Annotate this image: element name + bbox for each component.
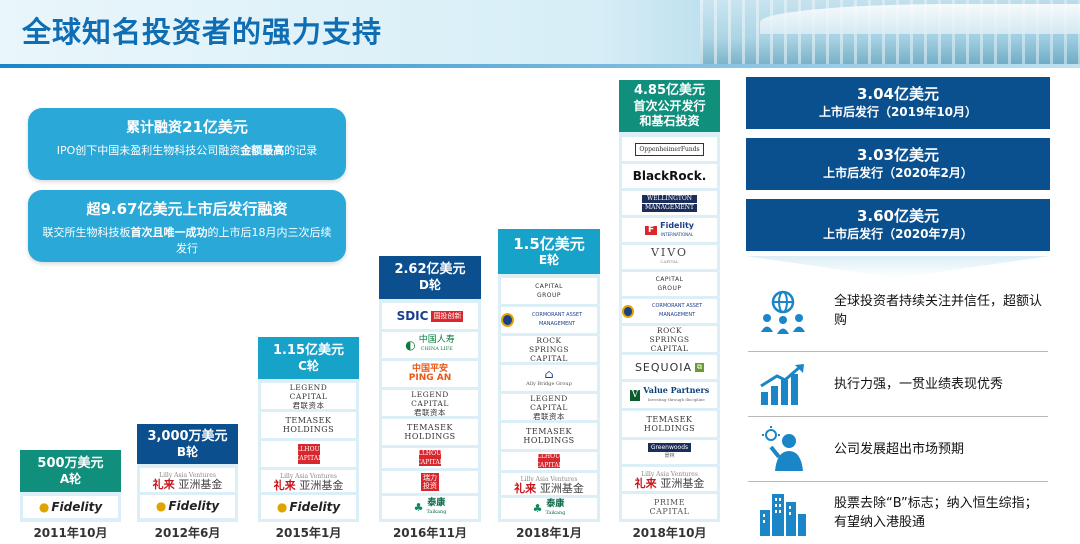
highlight-bubble-ipo: 累计融资21亿美元 IPO创下中国未盈利生物科技公司融资金额最高的记录	[28, 108, 346, 180]
divider	[748, 351, 1048, 352]
down-arrow-shape	[746, 256, 1050, 278]
divider	[748, 416, 1048, 417]
logo-hillhouse: HILLHOUSE CAPITAL	[261, 441, 356, 467]
logo-fidelity: ●Fidelity	[23, 496, 118, 518]
city-buildings-icon	[754, 488, 812, 538]
growth-chart-icon	[754, 359, 812, 409]
post-ipo-offering-2019-10: 3.04亿美元上市后发行（2019年10月）	[746, 77, 1050, 129]
round-date: 2016年11月	[392, 526, 468, 540]
page-title: 全球知名投资者的强力支持	[22, 15, 383, 49]
highlight-bubble-followon: 超9.67亿美元上市后发行融资 联交所生物科技板首次且唯一成功的上市后18月内三…	[28, 190, 346, 262]
point-execution: 执行力强，一贯业绩表现优秀	[748, 355, 1052, 413]
logo-lilly-asia-ventures: Lilly Asia Ventures 礼来 亚洲基金	[622, 467, 717, 491]
logo-vivo-capital: VIVO CAPITAL	[622, 245, 717, 269]
logo-lilly-asia-ventures: Lilly Asia Ventures 礼来 亚洲基金	[261, 470, 356, 492]
round-date: 2015年1月	[275, 526, 342, 540]
round-header: 4.85亿美元 首次公开发行 和基石投资	[619, 80, 720, 132]
logo-fidelity: ●Fidelity	[261, 495, 356, 519]
logo-lilly-asia-ventures: Lilly Asia Ventures 礼来 亚洲基金	[140, 468, 235, 492]
logo-cormorant: CORMORANT ASSET MANAGEMENT	[501, 307, 597, 333]
logo-sdic: SDIC 国投创新	[382, 303, 478, 329]
header-roof-image	[760, 4, 1080, 34]
logo-cormorant: CORMORANT ASSET MANAGEMENT	[622, 299, 717, 323]
point-exceed-expectations: 公司发展超出市场预期	[748, 420, 1052, 478]
post-ipo-offering-2020-07: 3.60亿美元上市后发行（2020年7月）	[746, 199, 1050, 251]
point-investor-trust: 全球投资者持续关注并信任，超额认购	[748, 282, 1052, 340]
logo-lilly-asia-ventures: Lilly Asia Ventures 礼来 亚洲基金	[501, 473, 597, 495]
logo-blackrock: BlackRock.	[622, 164, 717, 188]
header-divider	[0, 64, 1080, 68]
logo-redview: 瑞力投资	[382, 471, 478, 493]
post-ipo-offering-2020-02: 3.03亿美元上市后发行（2020年2月）	[746, 138, 1050, 190]
idea-person-icon	[754, 424, 812, 474]
logo-fidelity: ●Fidelity	[140, 495, 235, 518]
logo-greenwoods: Greenwoods 景林	[622, 440, 717, 464]
divider	[748, 481, 1048, 482]
globe-people-icon	[754, 286, 812, 336]
round-date: 2018年1月	[516, 526, 582, 540]
round-date: 2011年10月	[33, 526, 108, 540]
logo-ping-an: 中国平安 PING AN	[382, 361, 478, 387]
round-date: 2018年10月	[632, 526, 707, 540]
round-date: 2012年6月	[154, 526, 221, 540]
logo-sequoia: SEQUOIA ⧉	[622, 355, 717, 379]
logo-hillhouse: HILLHOUSE CAPITAL	[382, 448, 478, 468]
logo-hillhouse: HILLHOUSE CAPITAL	[501, 452, 597, 470]
logo-ally-bridge: ⌂ Ally Bridge Group	[501, 365, 597, 391]
header-banner: 全球知名投资者的强力支持	[0, 0, 1080, 64]
round-column-ipo: 4.85亿美元 首次公开发行 和基石投资 OppenheimerFunds Bl…	[619, 80, 720, 522]
logo-oppenheimer: OppenheimerFunds	[622, 137, 717, 161]
point-index-inclusion: 股票去除“B”标志；纳入恒生综指；有望纳入港股通	[748, 484, 1052, 542]
